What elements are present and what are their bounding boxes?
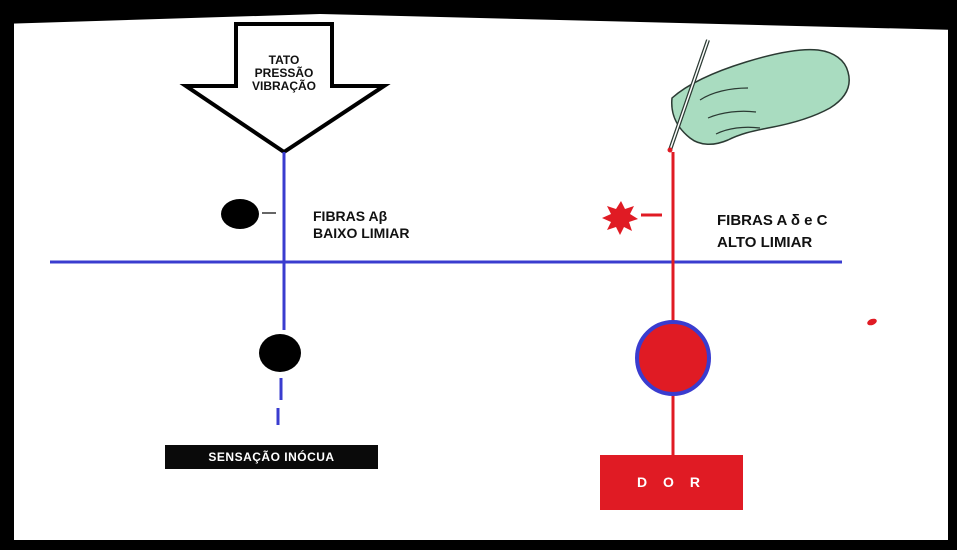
red-mark: [867, 318, 877, 326]
innocuous-sensation-box: SENSAÇÃO INÓCUA: [165, 445, 378, 469]
a-beta-label-line-2: BAIXO LIMIAR: [313, 225, 410, 241]
gloved-hand-icon: [671, 48, 850, 145]
pain-box: D O R: [600, 455, 743, 510]
stimulus-line-3: VIBRAÇÃO: [251, 79, 316, 93]
a-delta-c-label-line-1: FIBRAS A δ e C: [717, 212, 828, 229]
a-beta-pathway: [276, 152, 286, 425]
a-delta-c-pathway: [641, 152, 675, 455]
stimulus-line-1: TATO: [268, 53, 300, 67]
a-delta-c-ganglion: [635, 320, 711, 396]
arrow-down-icon: [179, 22, 391, 155]
a-beta-ganglion-dot: [259, 334, 301, 372]
a-beta-receptor-dot: [221, 199, 259, 229]
stimulus-label: TATO PRESSÃO VIBRAÇÃO: [226, 54, 342, 93]
needle-icon: [667, 39, 710, 153]
a-delta-c-label: FIBRAS A δ e C ALTO LIMIAR: [717, 210, 828, 254]
stimulus-line-2: PRESSÃO: [254, 66, 314, 80]
a-delta-c-label-line-2: ALTO LIMIAR: [717, 234, 813, 251]
a-beta-label-line-1: FIBRAS Aβ: [313, 208, 388, 224]
a-beta-label: FIBRAS Aβ BAIXO LIMIAR: [313, 208, 409, 242]
star-burst-icon: [602, 201, 638, 235]
